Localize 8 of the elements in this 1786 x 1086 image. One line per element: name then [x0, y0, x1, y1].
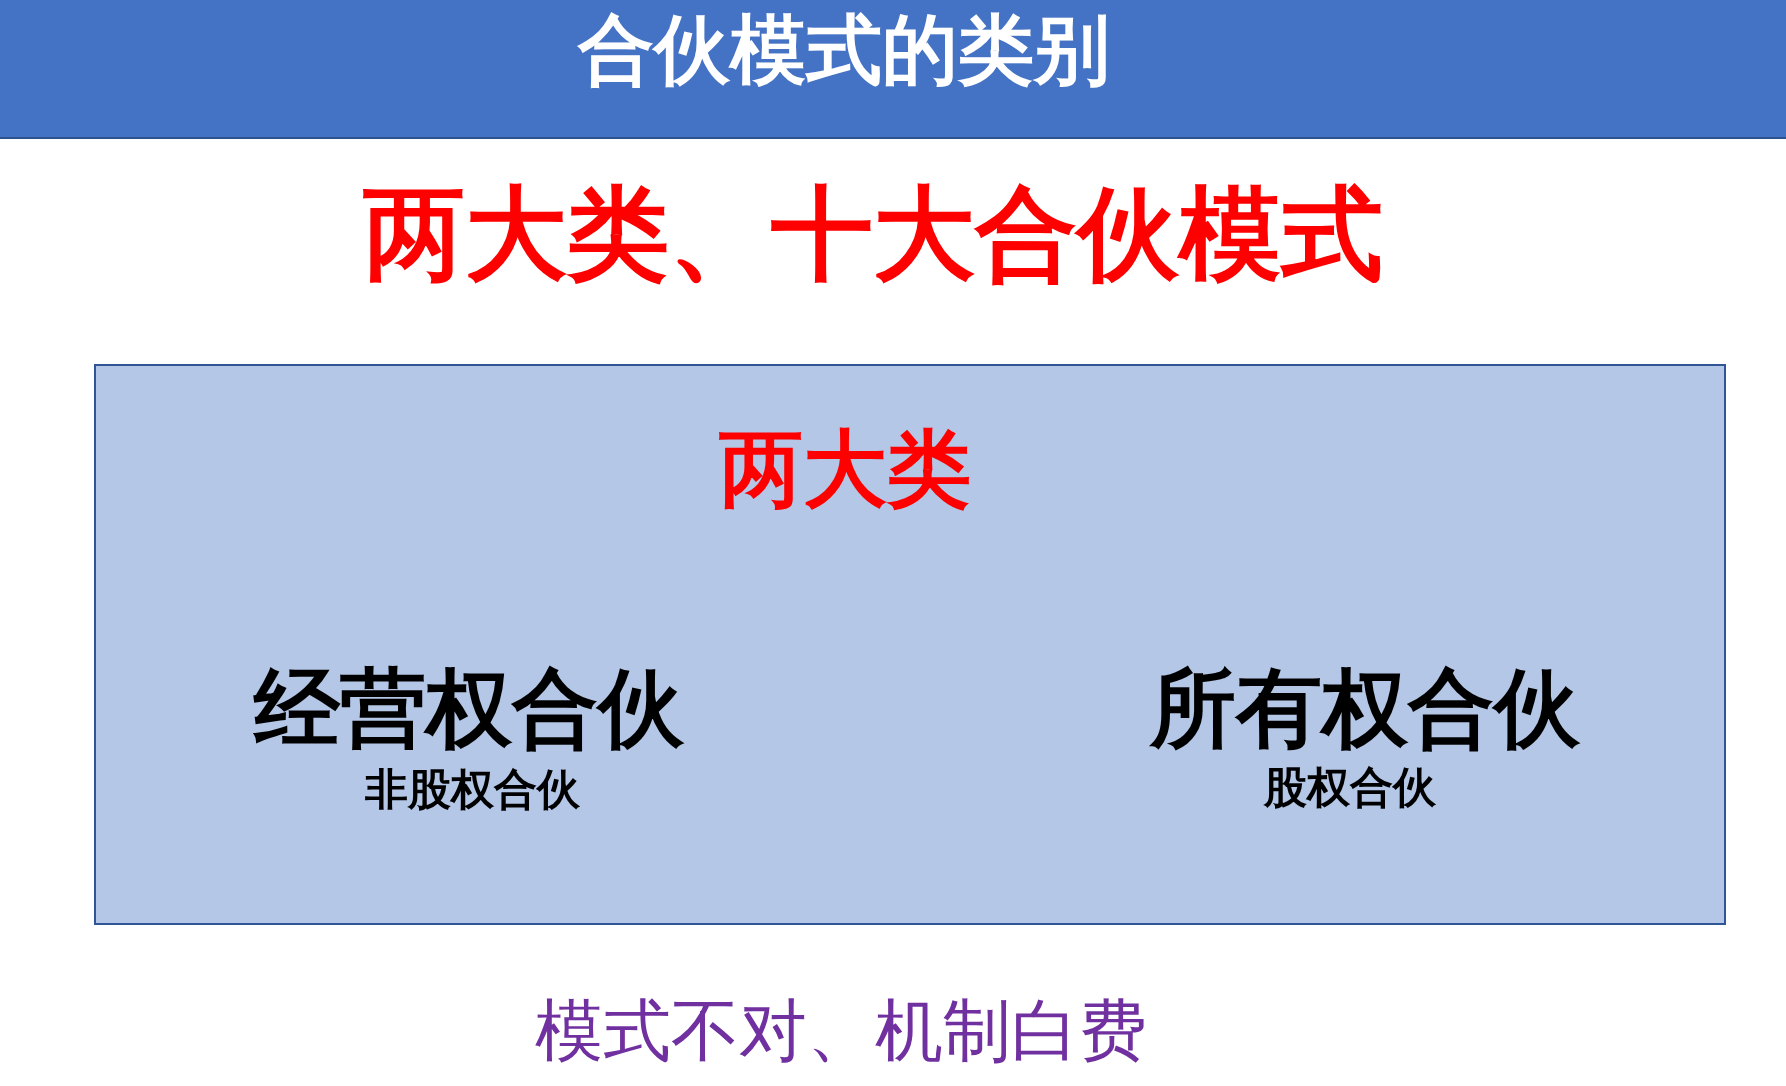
page-title: 合伙模式的类别: [578, 12, 1110, 88]
category-title: 所有权合伙: [1150, 665, 1580, 751]
category-subtitle: 非股权合伙: [364, 767, 580, 811]
category-subtitle: 股权合伙: [1264, 765, 1436, 809]
tagline: 模式不对、机制白费: [535, 997, 1147, 1065]
category-box: [94, 364, 1726, 925]
box-heading: 两大类: [719, 427, 971, 511]
category-title: 经营权合伙: [254, 665, 684, 751]
